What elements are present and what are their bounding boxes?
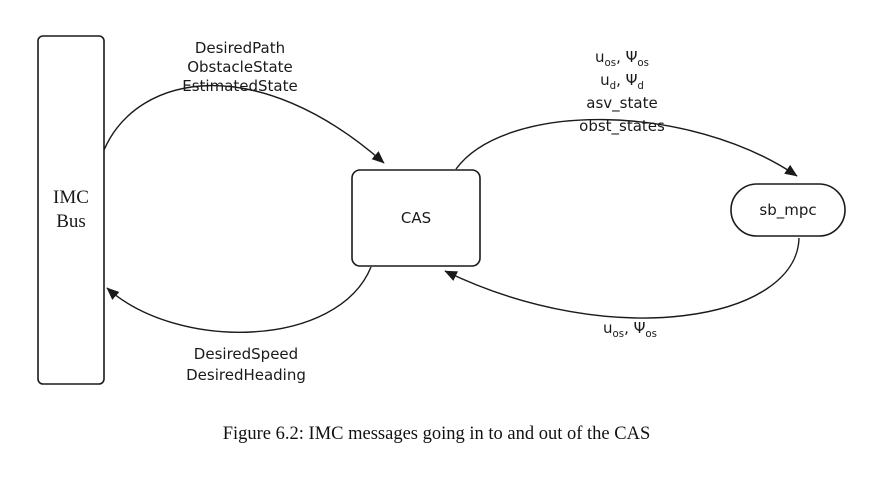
imc-bus-label-line1: IMC	[53, 187, 89, 208]
figure-caption: Figure 6.2: IMC messages going in to and…	[222, 424, 651, 444]
edge-label-line: DesiredPath	[194, 39, 286, 57]
edge-cas-to-imc	[106, 266, 372, 333]
sb-mpc-label: sb_mpc	[759, 201, 817, 219]
edge-label-cas-to-sbmpc: uos, Ψos ud, Ψd asv_state obst_states	[579, 46, 665, 138]
imc-bus-box	[37, 35, 105, 385]
edge-label-line: asv_state	[586, 94, 658, 112]
edge-label-cas-to-imc: DesiredSpeed DesiredHeading	[186, 344, 306, 386]
edge-label-line: ud, Ψd	[600, 71, 644, 92]
edge-label-sbmpc-to-cas: uos, Ψos	[603, 319, 657, 340]
cas-box	[351, 169, 481, 267]
sb-mpc-box	[730, 183, 846, 237]
edge-cas-to-sbmpc	[455, 118, 798, 177]
edge-label-line: uos, Ψos	[603, 319, 657, 340]
edge-label-line: DesiredHeading	[186, 366, 306, 384]
imc-bus-label-line2: Bus	[56, 211, 86, 232]
edge-imc-to-cas	[103, 84, 385, 164]
edge-label-imc-to-cas: DesiredPath ObstacleState EstimatedState	[182, 39, 297, 96]
edge-label-line: obst_states	[579, 117, 665, 135]
edge-label-line: EstimatedState	[182, 77, 298, 95]
cas-label: CAS	[400, 209, 432, 227]
node-cas: CAS	[352, 170, 480, 266]
edge-label-line: ObstacleState	[187, 58, 293, 76]
edge-sbmpc-to-cas	[444, 237, 800, 319]
node-imc-bus: IMC Bus	[38, 36, 104, 384]
node-sb-mpc: sb_mpc	[731, 184, 845, 236]
edge-label-line: DesiredSpeed	[193, 345, 299, 363]
edge-label-line: uos, Ψos	[595, 48, 649, 69]
